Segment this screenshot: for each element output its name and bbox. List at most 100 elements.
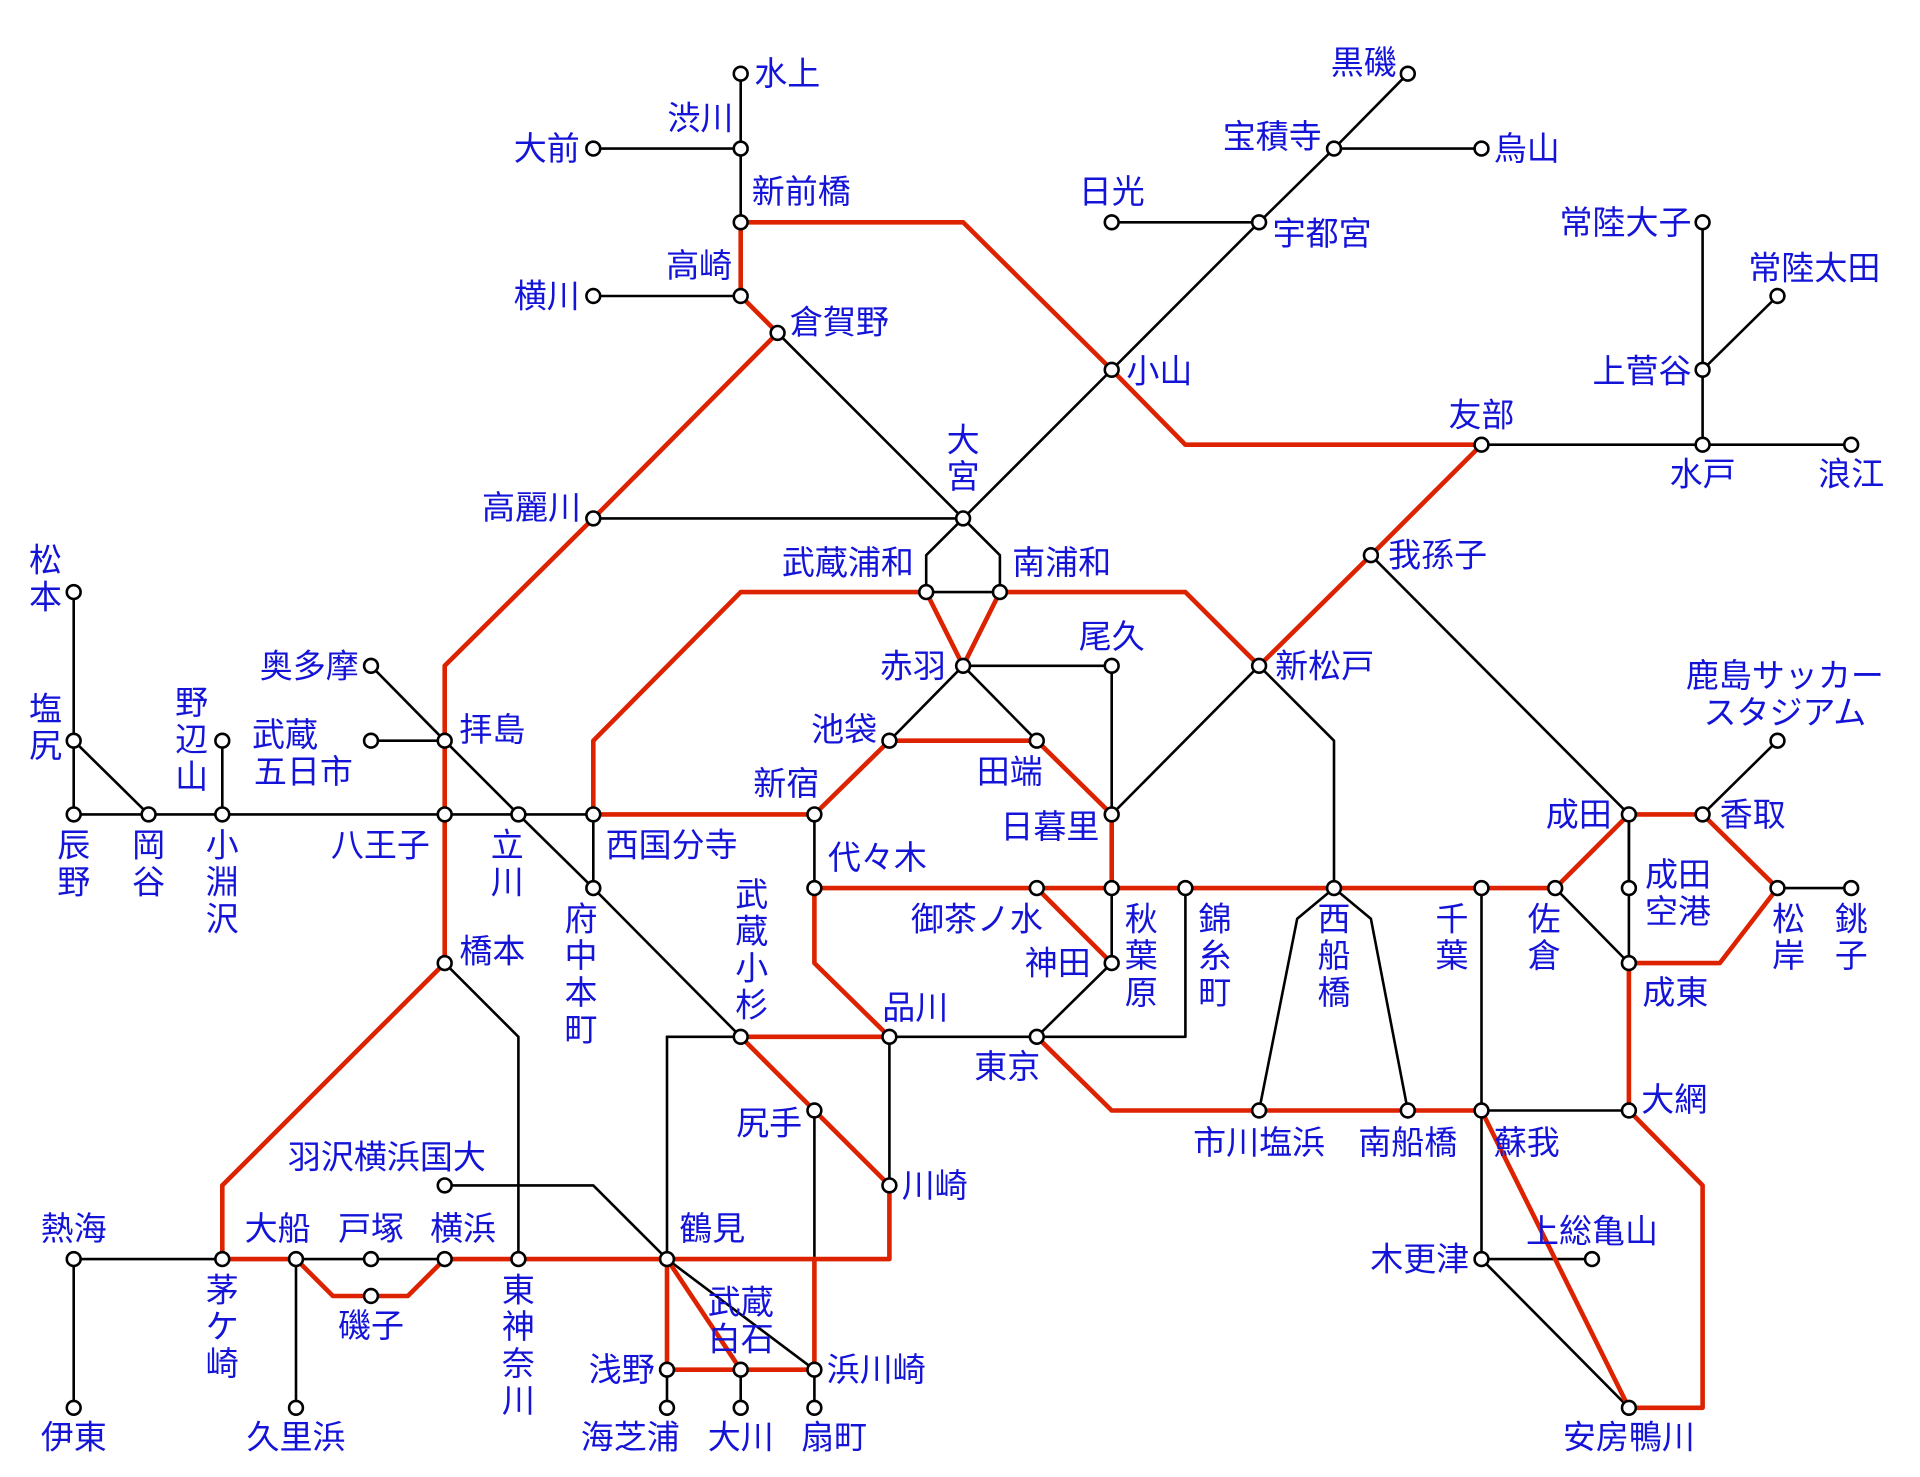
station-marker-abiko[interactable]	[1362, 546, 1380, 564]
station-marker-kawasaki[interactable]	[881, 1177, 898, 1194]
station-label: 武蔵白石	[708, 1283, 774, 1359]
station-marker-karasuyama[interactable]	[1473, 140, 1490, 157]
station-marker-musashiurawa[interactable]	[917, 583, 935, 601]
station-marker-shinagawa[interactable]	[881, 1028, 898, 1046]
station-label: 伊東	[41, 1418, 107, 1457]
rail-line	[1701, 294, 1779, 372]
station-marker-ikebukuro[interactable]	[881, 732, 898, 749]
station-marker-kobuchizawa[interactable]	[214, 806, 231, 823]
highlighted-route-segment	[1034, 812, 1780, 1411]
station-marker-utsunomiya[interactable]	[1250, 214, 1268, 231]
station-marker-chiba[interactable]	[1473, 879, 1490, 897]
station-marker-kurihama[interactable]	[287, 1399, 305, 1417]
station-marker-nishifunabashi[interactable]	[1325, 879, 1343, 897]
station-marker-matsugishi[interactable]	[1769, 879, 1786, 897]
station-marker-namie[interactable]	[1842, 436, 1860, 453]
station-marker-awakamogawa[interactable]	[1620, 1399, 1638, 1417]
station-marker-omae[interactable]	[585, 140, 602, 157]
station-marker-noheyama[interactable]	[214, 732, 231, 749]
station-marker-atami[interactable]	[65, 1250, 82, 1268]
station-marker-tatsuno[interactable]	[65, 806, 82, 823]
station-marker-asano[interactable]	[658, 1361, 676, 1378]
station-marker-umishibaura[interactable]	[658, 1399, 676, 1417]
station-marker-yoyogi[interactable]	[806, 879, 823, 897]
station-marker-minamifunabashi[interactable]	[1399, 1102, 1417, 1119]
station-marker-tomobe[interactable]	[1473, 436, 1490, 453]
station-marker-musashishiraishi[interactable]	[732, 1361, 749, 1378]
station-marker-kisarazu[interactable]	[1473, 1250, 1490, 1268]
station-marker-ito[interactable]	[65, 1399, 82, 1417]
station-marker-minamiurawa[interactable]	[991, 583, 1009, 601]
station-marker-takasaki[interactable]	[732, 287, 749, 305]
station-marker-tokyo[interactable]	[1028, 1028, 1046, 1046]
station-marker-oami[interactable]	[1620, 1102, 1638, 1119]
station-marker-nippori[interactable]	[1103, 806, 1120, 823]
station-marker-shinmatsudo[interactable]	[1250, 657, 1268, 674]
station-marker-mito[interactable]	[1694, 436, 1711, 453]
station-marker-ichikawashiohama[interactable]	[1250, 1102, 1268, 1119]
station-marker-higashikanagawa[interactable]	[510, 1250, 527, 1268]
station-marker-hachioji[interactable]	[436, 806, 453, 823]
station-marker-nishikokubunji[interactable]	[585, 806, 602, 823]
station-label: 横川	[514, 277, 580, 316]
station-marker-kazusakameyama[interactable]	[1583, 1250, 1601, 1268]
station-marker-okaya[interactable]	[140, 806, 157, 823]
station-marker-yokohama[interactable]	[436, 1250, 453, 1268]
station-marker-musashiitsukaichi[interactable]	[362, 732, 380, 749]
station-marker-okawa[interactable]	[732, 1399, 749, 1417]
station-marker-choshi[interactable]	[1842, 879, 1860, 897]
station-marker-fuchuhommachi[interactable]	[585, 879, 602, 897]
station-marker-minakami[interactable]	[732, 65, 749, 82]
station-marker-matsumoto[interactable]	[65, 583, 82, 601]
station-marker-shinmaebashi[interactable]	[732, 214, 749, 231]
station-marker-kamisugaya[interactable]	[1694, 361, 1711, 378]
station-marker-sakura[interactable]	[1546, 879, 1564, 897]
station-marker-chigasaki[interactable]	[214, 1250, 231, 1268]
station-marker-musashikosugi[interactable]	[732, 1028, 749, 1046]
station-marker-tachikawa[interactable]	[510, 806, 527, 823]
station-marker-kashimasoccer[interactable]	[1769, 732, 1786, 749]
station-marker-oku[interactable]	[1103, 657, 1120, 674]
station-marker-haijima[interactable]	[436, 732, 453, 749]
station-marker-ogimachi[interactable]	[806, 1399, 823, 1417]
station-label: 西国分寺	[606, 826, 738, 865]
station-marker-hashimoto[interactable]	[436, 954, 453, 972]
station-marker-akabane[interactable]	[954, 657, 972, 674]
station-marker-kuroiso[interactable]	[1399, 65, 1417, 82]
station-marker-naruto[interactable]	[1620, 954, 1638, 972]
station-marker-tsurumi[interactable]	[658, 1250, 676, 1268]
station-marker-soga[interactable]	[1473, 1102, 1490, 1119]
station-marker-komagawa[interactable]	[585, 510, 602, 527]
station-marker-oyama[interactable]	[1103, 361, 1120, 378]
station-marker-yokokawa[interactable]	[585, 287, 602, 305]
station-marker-ofuna[interactable]	[287, 1250, 305, 1268]
station-marker-shibukawa[interactable]	[732, 140, 749, 157]
station-marker-kuragano[interactable]	[769, 324, 786, 342]
station-marker-shiojiri[interactable]	[65, 732, 82, 749]
station-label: 倉賀野	[790, 302, 889, 341]
station-marker-totsuka[interactable]	[362, 1250, 380, 1268]
station-marker-nikko[interactable]	[1103, 214, 1120, 231]
station-marker-hamakawasaki[interactable]	[806, 1361, 823, 1378]
station-marker-ochanomizu[interactable]	[1028, 879, 1046, 897]
station-marker-isogo[interactable]	[362, 1287, 380, 1305]
station-marker-narita[interactable]	[1620, 806, 1638, 823]
station-label: 成田	[1546, 795, 1612, 834]
station-label: 赤羽	[880, 646, 946, 685]
station-marker-hazawa[interactable]	[436, 1177, 453, 1194]
station-marker-katori[interactable]	[1694, 806, 1711, 823]
station-marker-naritaairport[interactable]	[1620, 879, 1638, 897]
station-marker-omiya[interactable]	[954, 510, 972, 527]
station-marker-hitachiota[interactable]	[1769, 287, 1786, 305]
station-marker-okutama[interactable]	[362, 657, 380, 674]
station-marker-tabata[interactable]	[1028, 732, 1046, 749]
station-label: 品川	[882, 988, 948, 1027]
station-marker-kinshicho[interactable]	[1177, 879, 1194, 897]
station-marker-hoshakuji[interactable]	[1325, 140, 1343, 157]
station-marker-shirite[interactable]	[806, 1102, 823, 1119]
station-label: 浅野	[589, 1350, 655, 1389]
station-marker-akihabara[interactable]	[1103, 879, 1120, 897]
station-marker-shinjuku[interactable]	[806, 806, 823, 823]
station-marker-hitachiomiya[interactable]	[1694, 214, 1711, 231]
station-marker-kanda[interactable]	[1103, 954, 1120, 972]
